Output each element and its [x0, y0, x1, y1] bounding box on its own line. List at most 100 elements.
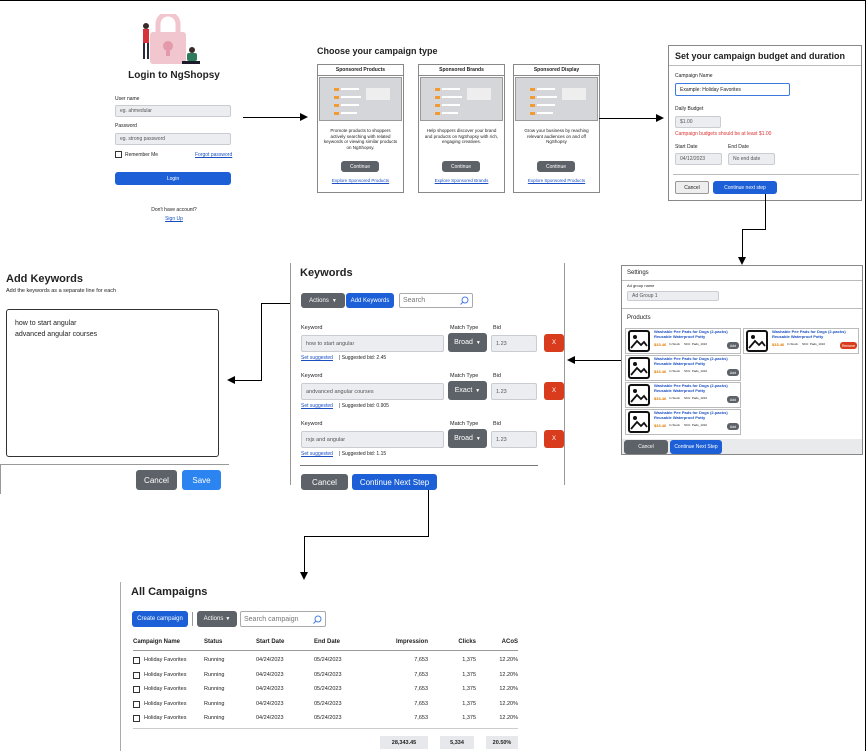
column-header[interactable]: Impression: [395, 639, 428, 645]
remember-checkbox[interactable]: [115, 151, 122, 158]
add-product-button[interactable]: Add: [727, 369, 739, 376]
product-stock: In Stock: [669, 396, 680, 400]
keyword-input[interactable]: rxjs and angular: [301, 431, 444, 448]
login-button[interactable]: Login: [115, 172, 231, 185]
end-date-input[interactable]: No end date: [728, 153, 775, 165]
divider: [290, 263, 291, 485]
keyword-search-input[interactable]: Search: [399, 293, 473, 308]
remove-keyword-button[interactable]: X: [544, 382, 564, 400]
username-input[interactable]: eg. ahmedular: [115, 105, 231, 117]
search-icon: [460, 296, 469, 307]
card-continue-button[interactable]: Continue: [537, 161, 575, 172]
bid-input[interactable]: 1.23: [491, 431, 537, 448]
row-checkbox[interactable]: [133, 700, 140, 708]
budget-next-button[interactable]: Continue next step: [713, 181, 777, 194]
set-suggested-link[interactable]: Set suggested: [301, 403, 333, 409]
row-checkbox[interactable]: [133, 715, 140, 722]
settings-next-button[interactable]: Continue Next Step: [670, 440, 722, 454]
preview-block: [530, 112, 535, 115]
card-continue-button[interactable]: Continue: [341, 161, 379, 172]
match-type-dropdown[interactable]: Broad▼: [448, 333, 487, 352]
campaign-actions-dropdown[interactable]: Actions ▼: [197, 611, 237, 627]
column-header[interactable]: Campaign Name: [133, 639, 181, 645]
card-explore-link[interactable]: Explore Sponsored Products: [527, 178, 586, 183]
product-title[interactable]: Washable Pee Pads for Dogs (2-packs) Reu…: [654, 356, 728, 366]
remove-keyword-button[interactable]: X: [544, 334, 564, 352]
set-suggested-link[interactable]: Set suggested: [301, 355, 333, 361]
card-explore-link[interactable]: Explore Sponsored Products: [331, 178, 390, 183]
row-checkbox[interactable]: [133, 671, 140, 679]
divider: [564, 263, 565, 485]
arrow-budget-to-settings: [742, 229, 766, 230]
card-description: Promote products to shoppers actively se…: [323, 128, 398, 150]
row-checkbox[interactable]: [133, 657, 140, 664]
keyword-input[interactable]: how to start angular: [301, 335, 444, 352]
start-date-input[interactable]: 04/12/2023: [675, 153, 722, 165]
row-checkbox[interactable]: [133, 686, 140, 693]
total-cell: 28,343.45: [380, 736, 428, 749]
preview-block: [334, 96, 339, 99]
product-title[interactable]: Washable Pee Pads for Dogs (2-packs) Reu…: [772, 329, 846, 339]
match-type-dropdown[interactable]: Broad▼: [448, 429, 487, 448]
bid-input[interactable]: 1.23: [491, 383, 537, 400]
preview-line: [537, 112, 553, 114]
column-header[interactable]: Clicks: [458, 639, 476, 645]
card-continue-button[interactable]: Continue: [442, 161, 480, 172]
settings-cancel-button[interactable]: Cancel: [624, 440, 668, 454]
remove-product-button[interactable]: Remove: [840, 342, 857, 349]
divider: [622, 280, 862, 281]
keywords-actions-dropdown[interactable]: Actions ▼: [301, 293, 345, 308]
campaign-name-input[interactable]: Example: Holiday Favorites: [675, 83, 790, 96]
product-title[interactable]: Washable Pee Pads for Dogs (2-packs) Reu…: [654, 383, 728, 393]
match-type-dropdown[interactable]: Exact▼: [448, 381, 487, 400]
bid-label: Bid: [493, 325, 501, 331]
card-explore-link[interactable]: Explore Sponsored Brands: [434, 178, 489, 183]
remove-keyword-button[interactable]: X: [544, 430, 564, 448]
signup-link[interactable]: Sign Up: [165, 216, 183, 222]
add-product-button[interactable]: Add: [727, 423, 739, 430]
keyword-input[interactable]: andvanced angular courses: [301, 383, 444, 400]
table-cell: Holiday Favorites: [144, 657, 187, 663]
add-product-button[interactable]: Add: [727, 342, 739, 349]
budget-cancel-button[interactable]: Cancel: [675, 181, 709, 194]
bid-input[interactable]: 1.23: [491, 335, 537, 352]
add-product-button[interactable]: Add: [727, 396, 739, 403]
create-campaign-button[interactable]: Create campaign: [132, 611, 188, 627]
arrow-head-right-icon: [656, 114, 664, 122]
add-keywords-save-button[interactable]: Save: [182, 470, 221, 490]
column-header[interactable]: Start Date: [256, 639, 285, 645]
column-header[interactable]: ACoS: [501, 639, 518, 645]
column-header[interactable]: End Date: [314, 639, 341, 645]
keywords-next-button[interactable]: Continue Next Step: [352, 474, 437, 490]
daily-budget-input[interactable]: $1.00: [675, 116, 721, 128]
add-keywords-button[interactable]: Add Keywords: [346, 293, 394, 308]
add-keywords-cancel-button[interactable]: Cancel: [136, 470, 177, 490]
product-title[interactable]: Washable Pee Pads for Dogs (2-packs) Reu…: [654, 410, 728, 420]
forgot-password-link[interactable]: Forgot password: [195, 152, 233, 158]
keywords-cancel-button[interactable]: Cancel: [301, 474, 348, 490]
campaign-search-input[interactable]: Search campaign: [240, 611, 326, 627]
suggested-bid-text: | Suggested bid: 1.15: [339, 451, 387, 457]
password-input[interactable]: eg. strong password: [115, 133, 231, 145]
column-header[interactable]: Status: [204, 639, 223, 645]
product-price: $33.46: [654, 423, 667, 428]
match-type-label: Match Type: [450, 373, 479, 379]
table-cell: 04/24/2023: [256, 657, 284, 663]
ad-group-input[interactable]: Ad Group 1: [627, 291, 719, 301]
set-suggested-link[interactable]: Set suggested: [301, 451, 333, 457]
table-cell: 04/24/2023: [256, 671, 284, 678]
product-title[interactable]: Washable Pee Pads for Dogs (2-packs) Reu…: [654, 329, 728, 339]
campaign-type-heading: Choose your campaign type: [317, 46, 438, 56]
product-sku: SKU: Pads_1010: [684, 369, 708, 373]
search-placeholder: Search campaign: [244, 615, 299, 623]
table-cell: 05/24/2023: [314, 671, 342, 678]
